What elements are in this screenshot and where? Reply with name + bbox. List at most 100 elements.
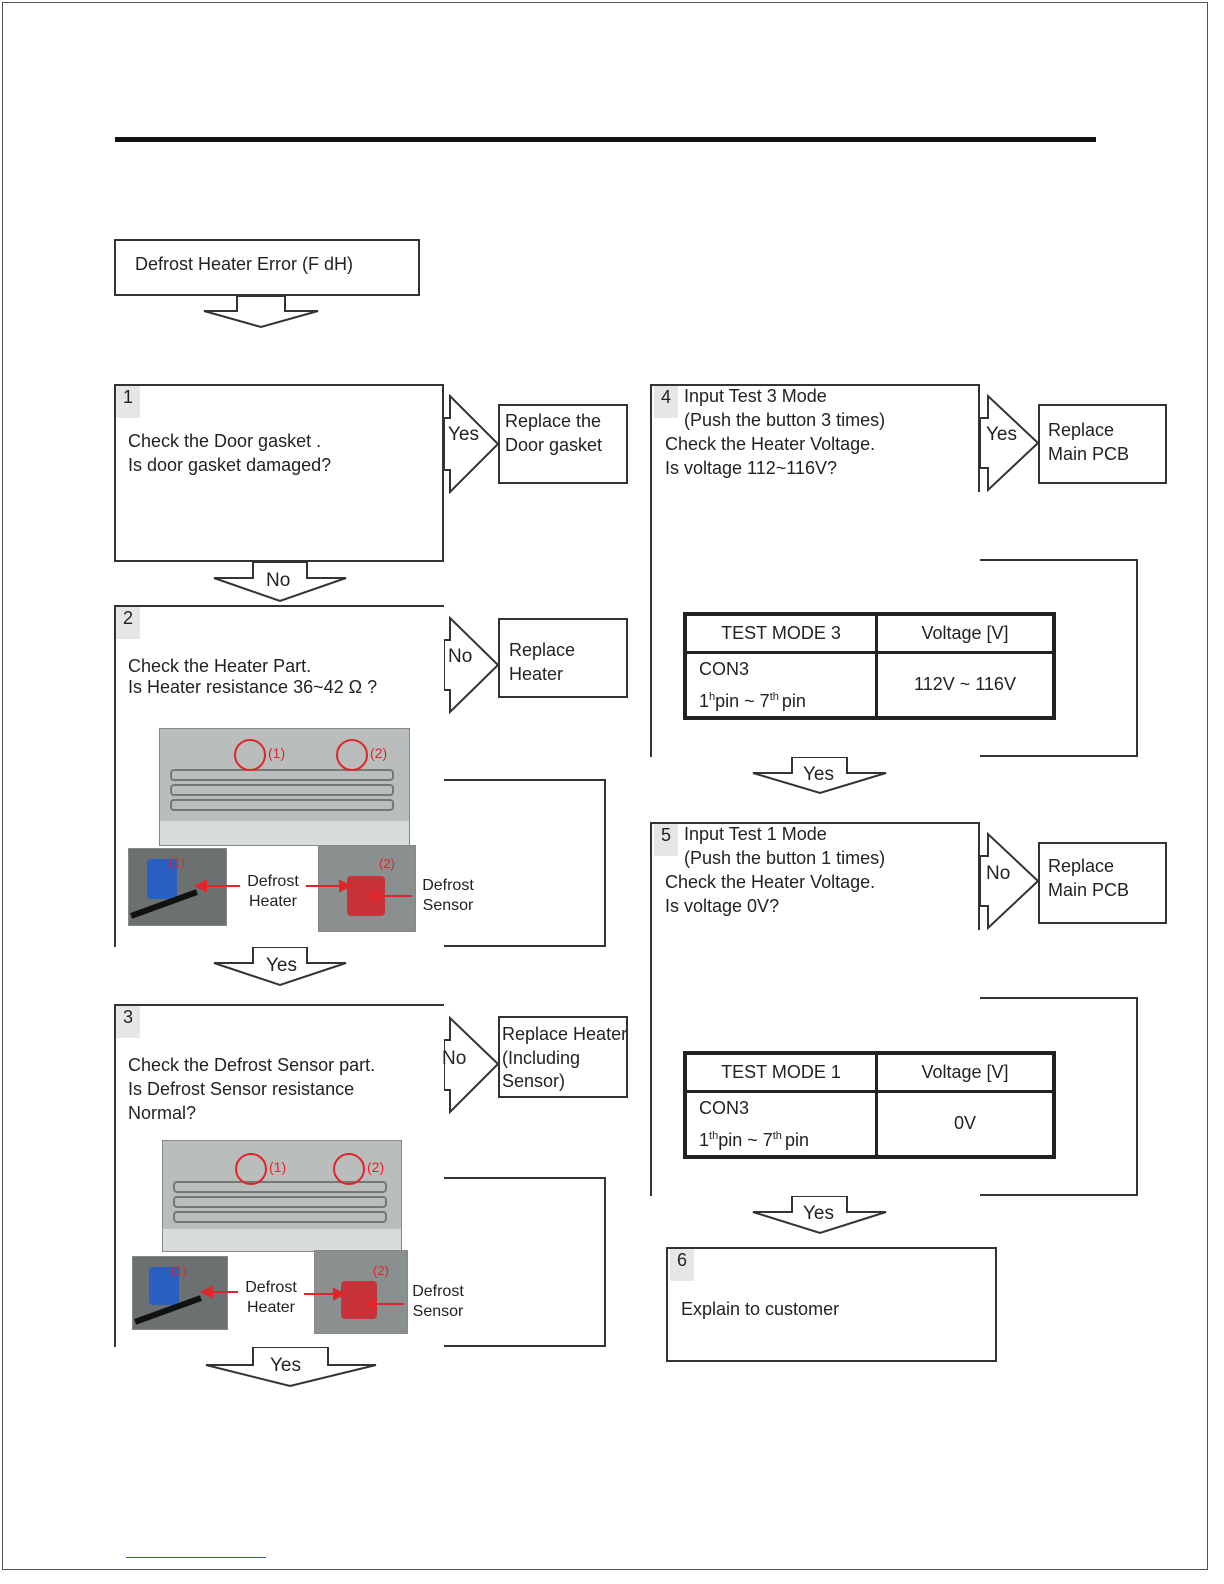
step3-sensor-connector-photo: (2) — [314, 1250, 408, 1334]
arrow-right-step5 — [979, 831, 1040, 931]
step6-line1: Explain to customer — [681, 1299, 840, 1319]
step5-right-edge — [978, 822, 980, 930]
step3-line1: Check the Defrost Sensor part. — [128, 1055, 376, 1075]
step3-marker-circle-2 — [333, 1153, 365, 1185]
step2-marker-label-2: (2) — [370, 745, 388, 761]
step4-line4: Is voltage 112~116V? — [665, 458, 837, 478]
step3-branch-label: No — [442, 1048, 467, 1069]
step4-table-pin-end: pin — [781, 690, 806, 711]
step5-branch-label: No — [986, 863, 1011, 884]
step1-number: 1 — [116, 386, 140, 418]
step4-action-line2: Main PCB — [1048, 444, 1130, 464]
step5-line1: Input Test 1 Mode — [684, 824, 827, 844]
step4-number: 4 — [654, 386, 678, 418]
step5-action-box — [1038, 842, 1167, 924]
step2-sensor-marker: (2) — [379, 856, 395, 871]
step5-action-line1: Replace — [1048, 856, 1115, 876]
step4-table-pin-a-sup: h — [709, 690, 716, 703]
step3-action-box — [498, 1016, 628, 1098]
step3-marker-circle-1 — [235, 1153, 267, 1185]
step4-action-box — [1038, 404, 1167, 484]
step5-table-pin-a: 1 — [699, 1129, 710, 1150]
step1-next-label: No — [266, 570, 291, 591]
arrow-right-step2 — [443, 615, 500, 715]
step3-marker-label-2: (2) — [367, 1159, 385, 1175]
step2-action-box — [498, 618, 628, 698]
step5-line2: (Push the button 1 times) — [684, 848, 886, 868]
step2-sensor-label-l2: Sensor — [422, 897, 474, 914]
step4-table-pin-b-sup: th — [769, 690, 779, 703]
step5-next-label: Yes — [803, 1203, 834, 1224]
step2-heater-label-l1: Defrost — [247, 873, 299, 890]
step6-box — [666, 1247, 997, 1362]
step1-action-line2: Door gasket — [505, 435, 603, 455]
step4-table-pin-a: 1 — [699, 690, 710, 711]
step3-heater-marker: (1) — [171, 1263, 187, 1278]
step5-table-header-voltage: Voltage [V] — [875, 1051, 1056, 1093]
step2-sensor-label-l1: Defrost — [422, 877, 474, 894]
step3-sensor-label-l1: Defrost — [412, 1283, 464, 1300]
step3-sensor-label: Defrost Sensor — [402, 1282, 474, 1322]
step2-heater-label: Defrost Heater — [236, 872, 310, 912]
step4-action-line1: Replace — [1048, 420, 1115, 440]
arrow-right-step3 — [443, 1015, 500, 1115]
arrow-down-step3 — [205, 1346, 377, 1388]
step4-table-header-mode: TEST MODE 3 — [683, 612, 878, 654]
step3-evaporator-photo: (1) (2) — [162, 1140, 402, 1252]
step5-line4: Is voltage 0V? — [665, 896, 780, 916]
step2-line1: Check the Heater Part. — [128, 656, 312, 676]
step1-line1: Check the Door gasket . — [128, 431, 322, 451]
arrow-down-title — [203, 295, 319, 329]
step3-heater-label: Defrost Heater — [234, 1278, 308, 1318]
arrow-down-step5 — [752, 1195, 887, 1235]
step2-action-line2: Heater — [509, 664, 564, 684]
step5-number: 5 — [654, 824, 678, 856]
step2-sensor-label: Defrost Sensor — [412, 876, 484, 916]
step2-next-label: Yes — [266, 955, 297, 976]
step4-table-pin-mid: pin ~ 7 — [715, 690, 770, 711]
step5-test-table: TEST MODE 1 Voltage [V] CON3 1thpin ~ 7t… — [683, 1051, 1056, 1159]
step2-line2: Is Heater resistance 36~42 Ω ? — [128, 677, 378, 697]
step5-table-pin-a-sup: th — [709, 1129, 719, 1142]
step5-action-line2: Main PCB — [1048, 880, 1130, 900]
arrow-down-step2 — [213, 946, 347, 987]
step4-line1: Input Test 3 Mode — [684, 386, 827, 406]
header-rule — [115, 137, 1096, 142]
step2-marker-label-1: (1) — [268, 745, 286, 761]
arrow-right-step4 — [979, 393, 1040, 493]
step1-line2: Is door gasket damaged? — [128, 455, 332, 475]
title-text: Defrost Heater Error (F dH) — [135, 254, 354, 274]
step2-evaporator-photo: (1) (2) — [159, 728, 410, 846]
step3-sensor-marker: (2) — [373, 1263, 389, 1278]
step2-marker-circle-1 — [234, 739, 266, 771]
step3-next-label: Yes — [270, 1355, 301, 1376]
page-border — [2, 2, 1208, 1570]
step2-heater-label-l2: Heater — [248, 893, 298, 910]
step4-table-header-voltage: Voltage [V] — [875, 612, 1056, 654]
title-box — [114, 239, 420, 296]
step4-right-edge — [978, 384, 980, 492]
step3-action-line3: Sensor) — [502, 1071, 566, 1091]
step3-marker-label-1: (1) — [269, 1159, 287, 1175]
arrow-down-step1 — [213, 561, 347, 603]
step1-branch-label: Yes — [448, 424, 479, 445]
step3-sensor-label-l2: Sensor — [412, 1303, 464, 1320]
step1-action-line1: Replace the — [505, 411, 602, 431]
step3-number: 3 — [116, 1006, 140, 1038]
step2-branch-label: No — [448, 646, 473, 667]
step2-action-line1: Replace — [509, 640, 576, 660]
step5-table-connector: CON3 — [699, 1097, 750, 1118]
step4-table-voltage-value: 112V ~ 116V — [875, 650, 1056, 720]
step3-heater-connector-photo: (1) — [132, 1256, 228, 1330]
step5-table-header-mode: TEST MODE 1 — [683, 1051, 878, 1093]
step2-number: 2 — [116, 607, 140, 639]
step6-number: 6 — [670, 1249, 694, 1281]
step2-marker-circle-2 — [336, 739, 368, 771]
arrow-right-step1 — [443, 393, 500, 495]
step1-box — [114, 384, 444, 562]
step4-line3: Check the Heater Voltage. — [665, 434, 876, 454]
